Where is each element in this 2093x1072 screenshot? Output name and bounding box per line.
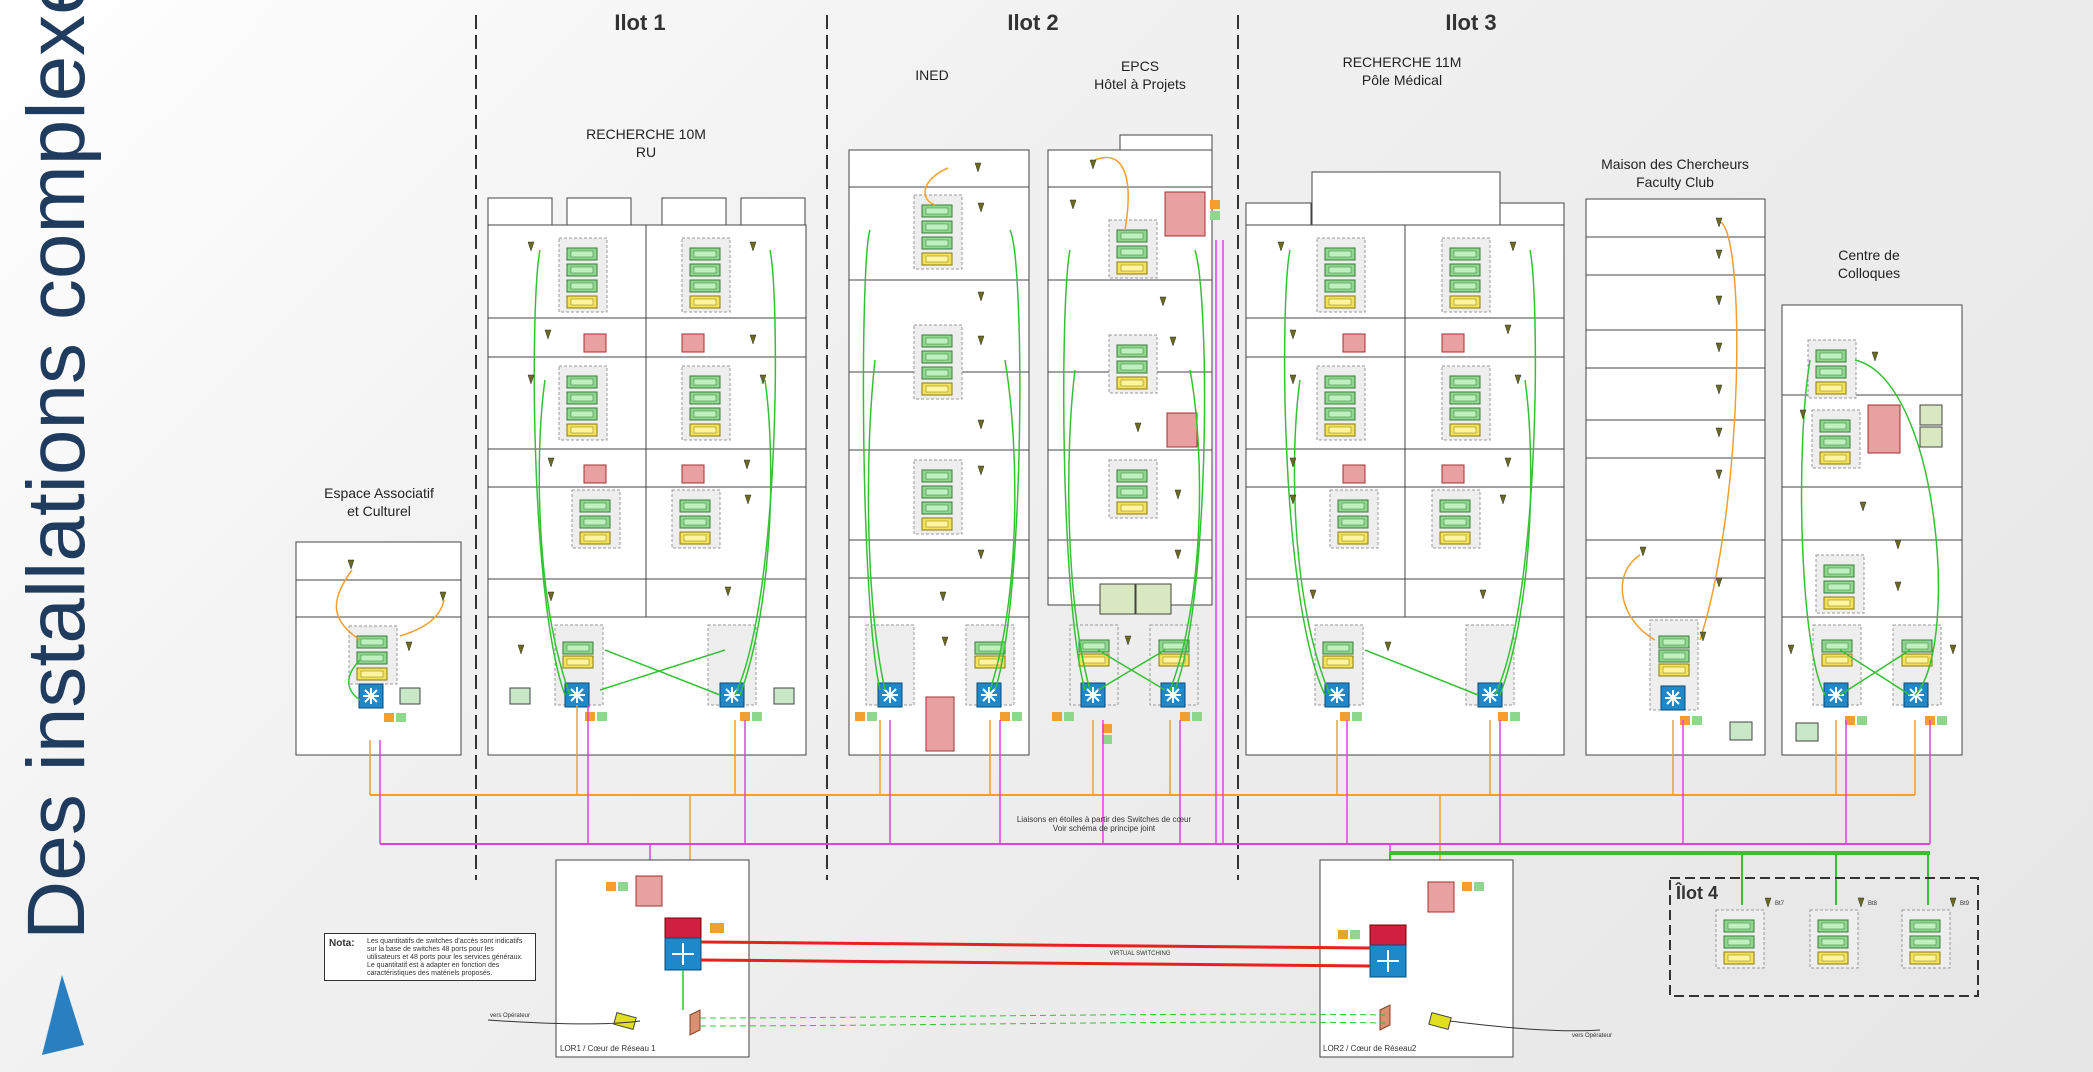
liaisons-label-1: Liaisons en étoiles à partir des Switche… <box>1017 815 1192 824</box>
recherche10m-title-2: RU <box>636 144 656 160</box>
building-ined <box>848 149 1030 756</box>
lor1-operator: vers Opérateur <box>490 1013 530 1019</box>
logo-icon <box>42 975 84 1055</box>
recherche11m-title-2: Pôle Médical <box>1362 72 1442 88</box>
building-recherche10m <box>487 197 807 756</box>
virtual-switching-link: VIRTUAL SWITCHING <box>699 940 1386 1027</box>
nota-text: Les quantitatifs de switches d'accès son… <box>366 938 523 977</box>
virtual-switching-label: VIRTUAL SWITCHING <box>1109 951 1170 957</box>
nota-box: Nota: Les quantitatifs de switches d'acc… <box>324 933 536 981</box>
liaisons-label-2: Voir schéma de principe joint <box>1053 824 1156 833</box>
lor2-label: LOR2 / Cœur de Réseau2 <box>1323 1044 1417 1053</box>
lor1-label: LOR1 / Cœur de Réseau 1 <box>560 1044 656 1053</box>
ilot4-title: Îlot 4 <box>1675 882 1718 903</box>
ilot4-bt8: Bt8 <box>1868 901 1878 907</box>
espace-title-2: et Culturel <box>347 503 411 519</box>
epcs-title-1: EPCS <box>1121 58 1159 74</box>
recherche11m-title-1: RECHERCHE 11M <box>1343 54 1462 70</box>
epcs-title-2: Hôtel à Projets <box>1094 76 1186 92</box>
maison-title-1: Maison des Chercheurs <box>1601 156 1749 172</box>
ilot-3-label: Ilot 3 <box>1445 10 1496 35</box>
ilot4-box: Îlot 4 Bt7 Bt8 Bt9 <box>1669 877 1979 997</box>
ilot-2-label: Ilot 2 <box>1007 10 1058 35</box>
lor2-core: LOR2 / Cœur de Réseau2 vers Opérateur <box>1319 859 1612 1058</box>
building-recherche11m <box>1245 171 1565 756</box>
lor2-operator: vers Opérateur <box>1572 1033 1612 1039</box>
centre-title-1: Centre de <box>1838 247 1900 263</box>
building-epcs <box>1047 134 1220 744</box>
centre-title-2: Colloques <box>1838 265 1900 281</box>
backbone-orange <box>369 705 1916 880</box>
backbone-magenta <box>379 240 1931 920</box>
building-maison <box>1585 198 1766 756</box>
building-espace <box>295 541 462 756</box>
maison-title-2: Faculty Club <box>1636 174 1714 190</box>
ilot4-bt7: Bt7 <box>1775 901 1785 907</box>
nota-title: Nota: <box>329 938 355 949</box>
ilot-1-label: Ilot 1 <box>614 10 665 35</box>
ined-title: INED <box>915 67 948 83</box>
lor1-core: LOR1 / Cœur de Réseau 1 vers Opérateur <box>487 859 750 1058</box>
recherche10m-title-1: RECHERCHE 10M <box>586 126 706 142</box>
building-centre <box>1781 304 1963 756</box>
espace-title-1: Espace Associatif <box>324 485 434 501</box>
ilot4-bt9: Bt9 <box>1960 901 1970 907</box>
